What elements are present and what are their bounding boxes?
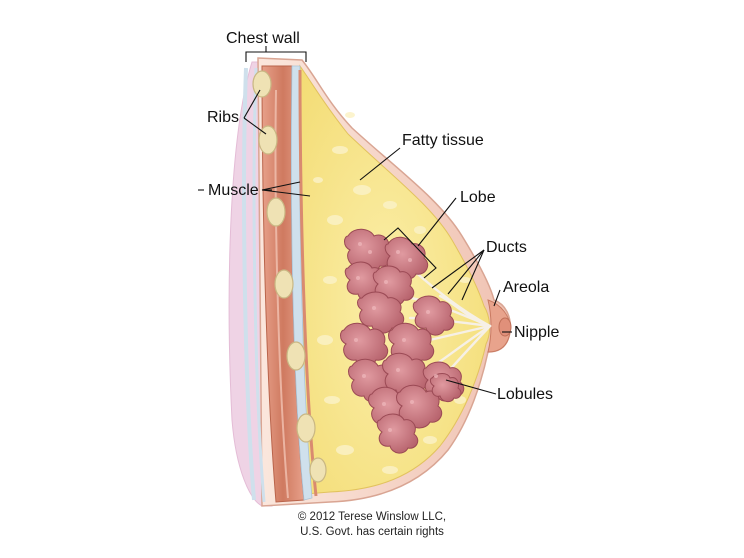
rib	[258, 125, 278, 155]
rib	[252, 70, 272, 98]
lobule	[340, 322, 389, 367]
fat-texture	[312, 112, 471, 474]
label-lobules: Lobules	[497, 386, 554, 403]
label-ducts: Ducts	[486, 239, 527, 256]
label-muscle: Muscle	[208, 182, 259, 199]
label-lobe: Lobe	[460, 189, 496, 206]
label-fatty-tissue: Fatty tissue	[402, 132, 484, 149]
nipple-tip	[498, 317, 512, 337]
lobule	[412, 295, 455, 336]
label-chest-wall: Chest wall	[226, 30, 300, 47]
lobule	[376, 413, 419, 454]
lobule	[357, 291, 405, 334]
lobule	[396, 384, 443, 429]
copyright-line-1: © 2012 Terese Winslow LLC,	[297, 511, 447, 523]
lobule-texture	[354, 242, 438, 432]
leader-lines	[198, 46, 512, 395]
lobule	[429, 373, 462, 403]
rib	[286, 341, 306, 371]
lobule	[344, 228, 393, 273]
label-areola: Areola	[503, 279, 550, 296]
lobe-bracket	[383, 227, 437, 279]
label-nipple: Nipple	[514, 324, 560, 341]
rib	[266, 197, 286, 227]
label-ribs: Ribs	[207, 109, 240, 126]
ribs	[252, 70, 327, 483]
chest-wall-bracket	[245, 51, 307, 62]
rib	[274, 269, 294, 299]
rib	[296, 413, 316, 443]
copyright-line-2: U.S. Govt. has certain rights	[300, 526, 444, 538]
lobules	[340, 228, 465, 454]
rib	[309, 457, 327, 483]
